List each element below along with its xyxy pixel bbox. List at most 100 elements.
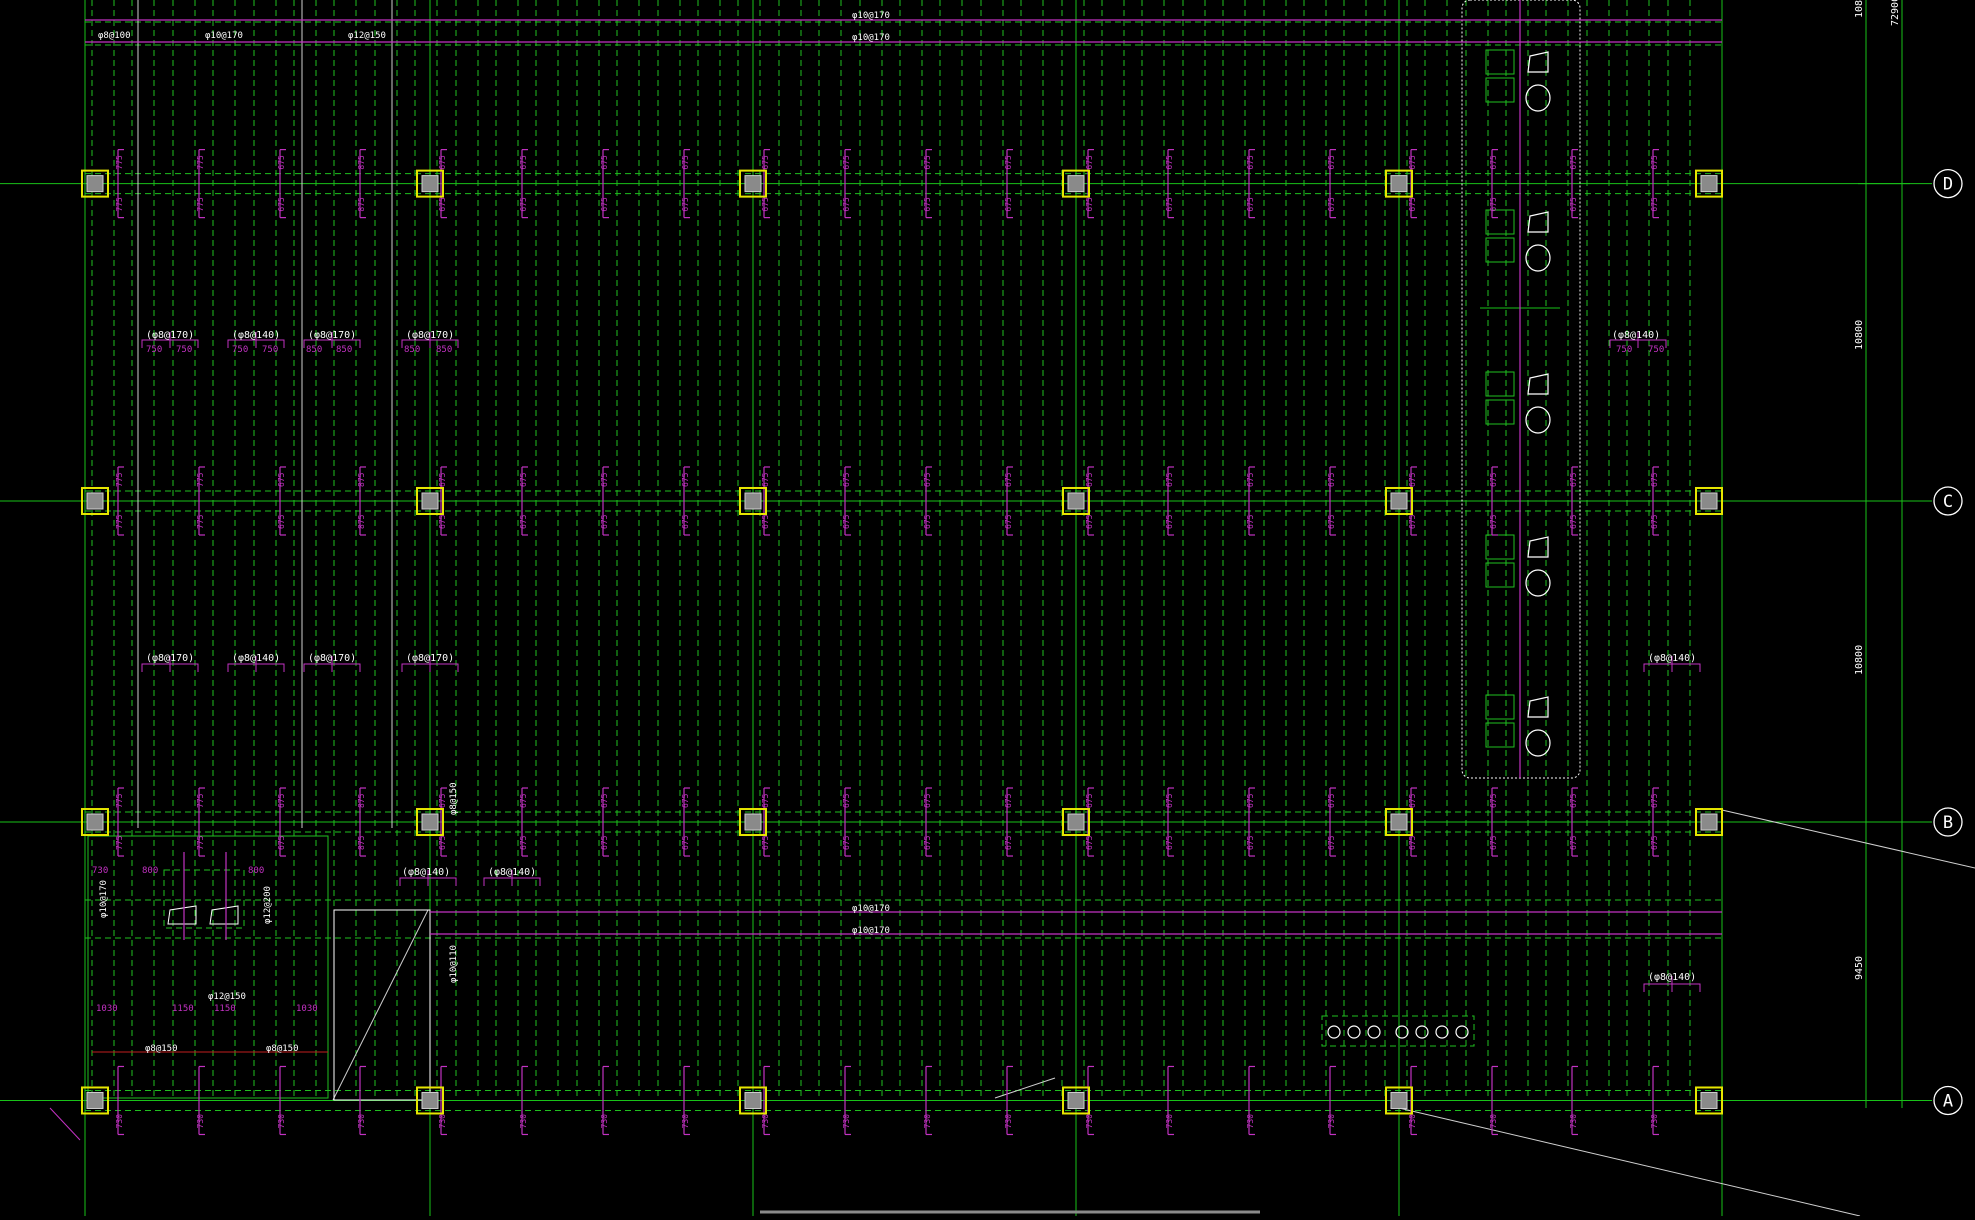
support-dim: 730	[1650, 1114, 1659, 1129]
shaft-circle	[1525, 569, 1551, 597]
support-dim: 730	[115, 1114, 124, 1129]
column	[1385, 808, 1413, 837]
axis-bubble	[1933, 807, 1963, 837]
support-dim: 675	[519, 793, 528, 808]
column	[81, 808, 109, 837]
support-dim: 675	[681, 197, 690, 212]
rebar-bottom-label: φ12@200	[263, 886, 273, 924]
room-outline	[163, 869, 245, 929]
column	[1062, 169, 1090, 198]
shaft-box	[1485, 399, 1515, 425]
shaft-symbol	[1527, 536, 1549, 558]
support-dim: 675	[438, 835, 447, 850]
shaft-symbol	[1527, 696, 1549, 718]
support-dim: 675	[1489, 793, 1498, 808]
column-fill	[1700, 1091, 1718, 1109]
support-dim: 675	[1408, 472, 1417, 487]
support-dim: 675	[1408, 835, 1417, 850]
column-fill	[86, 813, 104, 831]
axis-bubble	[1933, 168, 1963, 199]
support-dim: 675	[1408, 514, 1417, 529]
rebar-group-dim: 750	[146, 345, 162, 355]
rebar-bottom-label: (φ8@140)	[488, 867, 536, 878]
opening-circle	[1455, 1025, 1469, 1039]
column-fill	[1067, 492, 1085, 510]
rebar-top-label: φ12@150	[348, 31, 386, 41]
support-dim: 675	[842, 472, 851, 487]
shaft-symbol	[1527, 373, 1549, 395]
room-outline	[87, 835, 329, 1099]
support-dim: 675	[681, 793, 690, 808]
support-dim: 675	[1085, 197, 1094, 212]
support-dim: 675	[438, 472, 447, 487]
support-dim: 775	[196, 793, 205, 808]
support-dim: 675	[438, 197, 447, 212]
support-dim: 775	[196, 514, 205, 529]
support-dim: 675	[1246, 514, 1255, 529]
support-dim: 675	[277, 197, 286, 212]
dim-span-2: 10800	[1854, 320, 1865, 350]
support-dim: 675	[923, 835, 932, 850]
support-dim: 775	[196, 835, 205, 850]
support-dim: 675	[600, 472, 609, 487]
column-fill	[421, 175, 439, 193]
support-dim: 730	[1085, 1114, 1094, 1129]
support-dim: 675	[1569, 793, 1578, 808]
support-dim: 730	[1569, 1114, 1578, 1129]
leader-line	[1721, 809, 1975, 869]
column	[739, 808, 767, 837]
stair-outline	[333, 909, 431, 1101]
support-dim: 675	[1246, 197, 1255, 212]
support-dim: 675	[1327, 472, 1336, 487]
support-dim: 730	[923, 1114, 932, 1129]
support-dim: 675	[1650, 793, 1659, 808]
support-dim: 730	[438, 1114, 447, 1129]
support-dim: 730	[1489, 1114, 1498, 1129]
column-fill	[1700, 813, 1718, 831]
support-dim: 675	[761, 514, 770, 529]
column	[1695, 1086, 1723, 1115]
support-dim: 675	[600, 155, 609, 170]
support-dim: 675	[1408, 793, 1417, 808]
support-dim: 675	[1165, 155, 1174, 170]
support-dim: 730	[277, 1114, 286, 1129]
column	[1062, 808, 1090, 837]
support-dim: 675	[1650, 514, 1659, 529]
axis-bubble	[1933, 486, 1963, 516]
support-dim: 675	[1246, 835, 1255, 850]
shaft-box	[1485, 722, 1515, 748]
support-dim: 730	[357, 1114, 366, 1129]
support-dim: 675	[1165, 472, 1174, 487]
small-dim: 1030	[96, 1004, 118, 1014]
rebar-bottom-label: φ8@150	[266, 1044, 299, 1054]
support-dim: 675	[519, 514, 528, 529]
room-symbol	[209, 905, 239, 925]
support-dim: 875	[357, 793, 366, 808]
rebar-top-label: φ10@170	[852, 11, 890, 21]
support-dim: 675	[681, 514, 690, 529]
support-dim: 675	[277, 514, 286, 529]
axis-grid-layer	[0, 0, 1932, 1216]
shaft-circle	[1525, 84, 1551, 112]
column	[1385, 486, 1413, 515]
support-dim: 675	[600, 514, 609, 529]
support-dim: 675	[519, 197, 528, 212]
support-dim: 675	[1327, 197, 1336, 212]
column-fill	[1067, 813, 1085, 831]
column	[81, 486, 109, 515]
rebar-top-label: φ10@170	[852, 33, 890, 43]
column	[1695, 486, 1723, 515]
support-dim: 675	[1085, 472, 1094, 487]
support-dim: 675	[1408, 197, 1417, 212]
shaft-box	[1485, 562, 1515, 588]
opening-circle	[1395, 1025, 1409, 1039]
opening-circle	[1347, 1025, 1361, 1039]
shaft-box	[1485, 209, 1515, 235]
support-dim: 675	[438, 514, 447, 529]
support-dim: 675	[761, 835, 770, 850]
rebar-group-dim: 750	[262, 345, 278, 355]
support-dim: 730	[761, 1114, 770, 1129]
support-dim: 675	[277, 793, 286, 808]
